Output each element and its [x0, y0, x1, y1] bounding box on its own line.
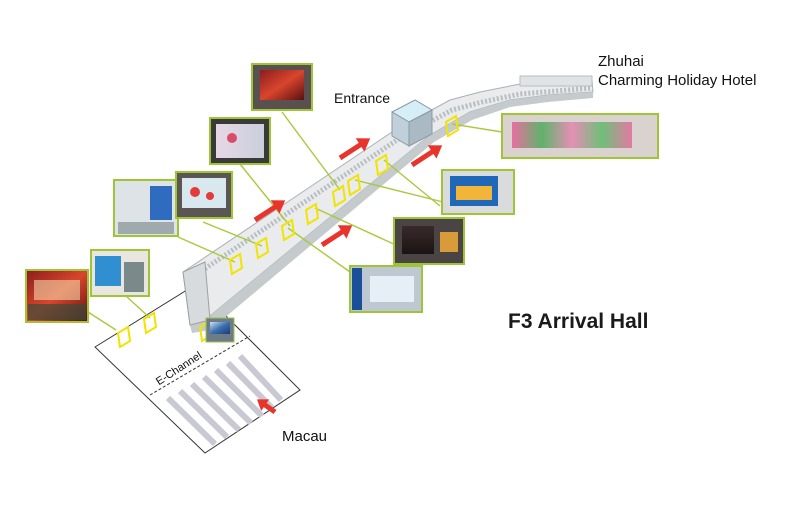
entrance-building	[390, 99, 434, 147]
screen-photo-11	[205, 317, 235, 343]
screen-photo-3	[113, 179, 179, 237]
entrance-label: Entrance	[334, 90, 391, 106]
hotel-label-line1: Zhuhai	[598, 53, 644, 70]
flow-arrows	[253, 138, 443, 415]
echannel-zone	[94, 284, 301, 454]
hotel-label-line2: Charming Holiday Hotel	[598, 72, 757, 89]
screen-photo-7	[393, 217, 465, 265]
screen-photo-9	[441, 169, 515, 215]
hall-label: F3 Arrival Hall	[508, 310, 649, 333]
echannel-lanes	[165, 353, 284, 447]
screen-photo-8	[501, 113, 659, 159]
macau-label: Macau	[282, 428, 328, 445]
screen-photo-10	[349, 265, 423, 313]
hotel-label: Zhuhai Charming Holiday Hotel	[598, 52, 756, 90]
callout-lines	[87, 111, 503, 331]
screen-photo-4	[175, 171, 233, 219]
screen-photo-2	[90, 249, 150, 297]
screen-photo-6	[251, 63, 313, 111]
screen-photo-5	[209, 117, 271, 165]
screen-photo-1	[25, 269, 89, 323]
